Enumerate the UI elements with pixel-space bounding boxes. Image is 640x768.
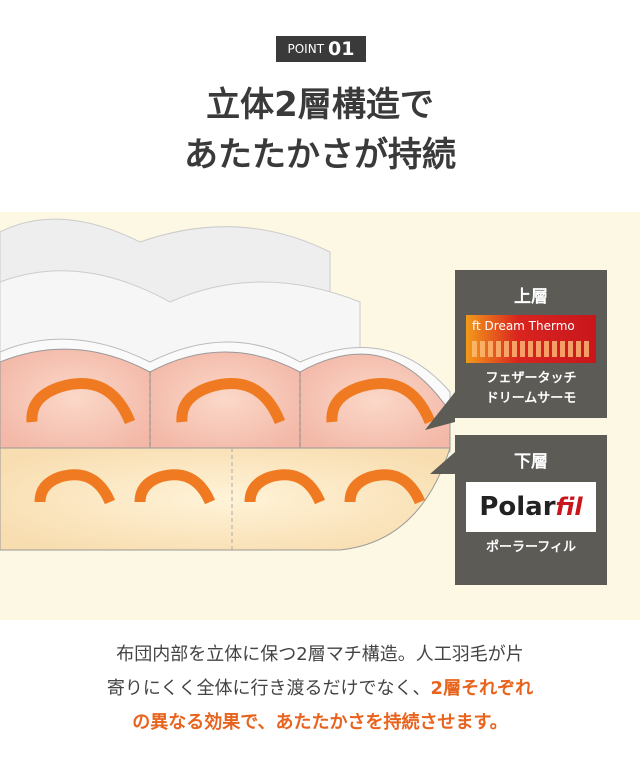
warm-arrow-5: [134, 469, 216, 505]
desc-line-2: 寄りにくく全体に行き渡るだけでなく、2層それぞれ: [106, 678, 534, 699]
desc-line-1: 布団内部を立体に保つ2層マチ構造。人工羽毛が片: [116, 644, 524, 665]
badge-number: 01: [328, 38, 355, 60]
futon-cross-section: [0, 218, 455, 551]
dream-thermo-logo: ft Dream Thermo: [466, 315, 596, 363]
desc-line-3: の異なる効果で、あたたかさを持続させます。: [132, 712, 508, 733]
title-line-2: あたたかさが持続: [184, 135, 456, 175]
warm-arrow-3: [326, 378, 436, 425]
page-title: 立体2層構造で あたたかさが持続: [0, 80, 640, 180]
upper-heading: 上層: [514, 287, 548, 307]
upper-layer-panel: 上層 ft Dream Thermo フェザータッチドリームサーモ: [455, 270, 607, 418]
warm-arrow-2: [176, 378, 286, 425]
point-badge: POINT 01: [276, 36, 366, 62]
description: 布団内部を立体に保つ2層マチ構造。人工羽毛が片 寄りにくく全体に行き渡るだけでな…: [0, 638, 640, 740]
warm-arrow-4: [34, 469, 116, 505]
lower-heading: 下層: [514, 452, 548, 472]
lower-material-name: ポーラーフィル: [486, 540, 576, 555]
upper-material-name: フェザータッチドリームサーモ: [485, 371, 577, 406]
warm-arrow-1: [26, 378, 136, 425]
title-line-1: 立体2層構造で: [206, 85, 434, 125]
warm-arrow-7: [344, 469, 426, 505]
warm-arrow-6: [244, 469, 326, 505]
badge-label: POINT: [287, 42, 325, 56]
